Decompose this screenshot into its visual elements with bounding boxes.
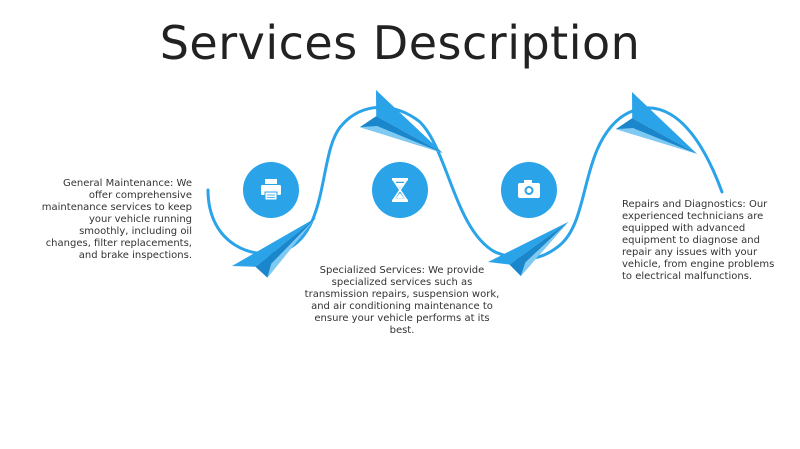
printer-icon: [261, 179, 281, 201]
step-2-description: Specialized Services: We provide special…: [304, 265, 500, 336]
step-3-description: Repairs and Diagnostics: Our experienced…: [622, 199, 775, 282]
paper-plane-3-icon: [488, 221, 569, 277]
step-1-description: General Maintenance: We offer comprehens…: [41, 178, 192, 261]
camera-icon: [518, 180, 540, 198]
page-title: Services Description: [159, 16, 641, 70]
step-1-circle: [243, 162, 299, 218]
step-2-circle: [372, 162, 428, 218]
step-3-circle: [501, 162, 557, 218]
paper-plane-2-icon: [359, 90, 443, 153]
hourglass-icon: [392, 178, 408, 202]
wave-path: [206, 105, 724, 261]
